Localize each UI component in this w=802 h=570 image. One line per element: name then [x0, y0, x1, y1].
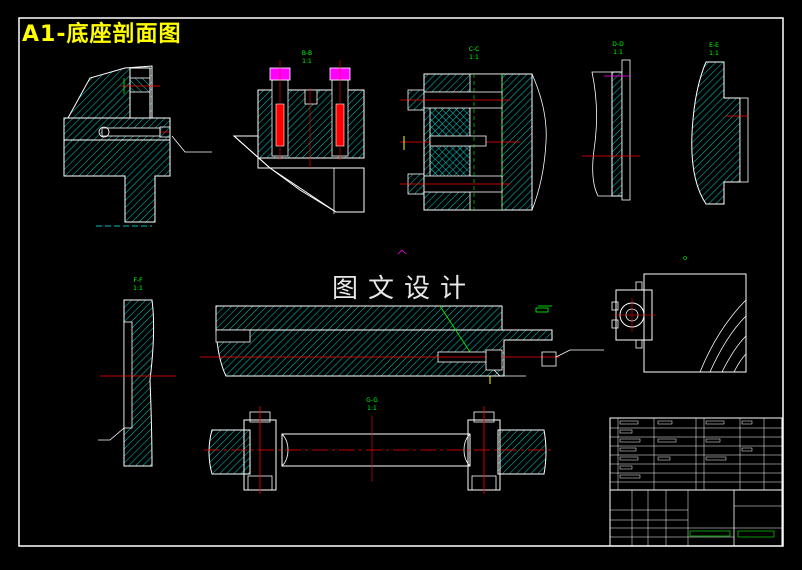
- view-f-section: F-F 1:1: [98, 277, 176, 467]
- center-marker: [397, 249, 403, 255]
- view-detail: [611, 256, 747, 373]
- view-label-e: E-E: [709, 42, 719, 49]
- sheet-border: [18, 17, 784, 547]
- view-label-d: D-D: [612, 41, 624, 48]
- view-scale-c: 1:1: [469, 54, 479, 61]
- view-bracket-section: [63, 65, 212, 227]
- view-b-section: B-B 1:1: [232, 50, 365, 214]
- view-label-f: F-F: [133, 277, 143, 284]
- view-d-section: D-D 1:1: [582, 41, 640, 201]
- view-scale-b: 1:1: [302, 58, 312, 65]
- title-block: [609, 417, 783, 547]
- view-long-section: [200, 305, 604, 384]
- view-scale-e: 1:1: [709, 50, 719, 57]
- view-g-section: G-G 1:1: [204, 397, 552, 494]
- view-scale-d: 1:1: [613, 49, 623, 56]
- view-label-g: G-G: [366, 397, 378, 404]
- view-e-section: E-E 1:1: [691, 42, 749, 205]
- view-scale-f: 1:1: [133, 285, 143, 292]
- view-scale-g: 1:1: [367, 405, 377, 412]
- watermark-text: 图文设计: [332, 274, 477, 304]
- view-c-section: C-C 1:1: [400, 46, 547, 211]
- view-label-b: B-B: [302, 50, 312, 57]
- view-label-c: C-C: [469, 46, 480, 53]
- drawing-title: A1-底座剖面图: [22, 22, 182, 47]
